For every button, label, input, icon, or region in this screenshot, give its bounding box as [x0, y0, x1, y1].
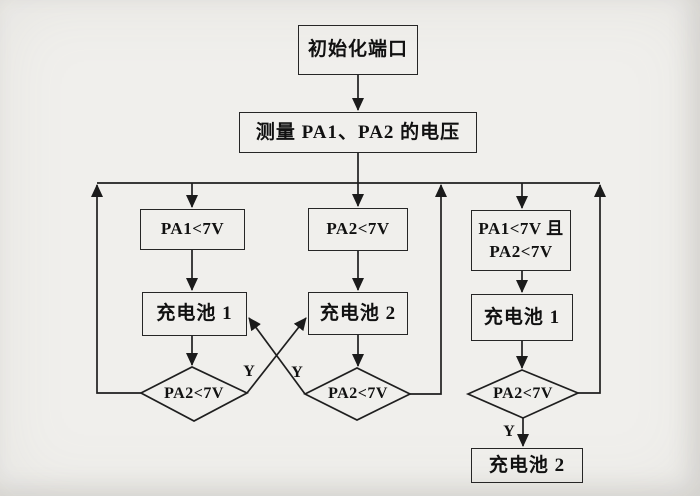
node-charge-battery1-right: 充电池 1 [471, 294, 573, 341]
node-charge-battery2-mid-label: 充电池 2 [319, 302, 397, 324]
node-charge-battery1-right-label: 充电池 1 [483, 306, 561, 328]
node-cond-pa1-and-pa2: PA1<7V 且 PA2<7V [471, 210, 571, 271]
decision-right-label: PA2<7V [493, 385, 553, 402]
decision-diamond-right [465, 369, 581, 419]
node-init-port: 初始化端口 [298, 25, 418, 75]
node-charge-battery2-final: 充电池 2 [471, 448, 583, 483]
edge-feedback-mid [410, 184, 447, 395]
node-measure-voltage-label: 测量 PA1、PA2 的电压 [255, 121, 461, 143]
decision-left-label: PA2<7V [164, 385, 224, 402]
node-cond-pa1-and-pa2-line2: PA2<7V [489, 241, 553, 261]
node-cond-pa1-and-pa2-line1: PA1<7V 且 [478, 218, 564, 238]
edge-feedback-left [91, 184, 141, 394]
node-charge-battery2-final-label: 充电池 2 [488, 454, 566, 476]
node-cond-pa1-label: PA1<7V [160, 219, 225, 239]
node-charge-battery1-left-label: 充电池 1 [156, 303, 233, 325]
decision-diamond-mid [303, 367, 412, 421]
node-measure-voltage: 测量 PA1、PA2 的电压 [239, 112, 477, 153]
node-cond-pa2: PA2<7V [308, 208, 408, 251]
yes-label-mid: Y [291, 364, 303, 381]
edge-feedback-right [578, 184, 606, 394]
node-init-port-label: 初始化端口 [307, 39, 408, 61]
node-charge-battery2-mid: 充电池 2 [308, 292, 408, 335]
yes-label-right: Y [503, 423, 515, 440]
edge-yes-mid-to-charge1 [248, 317, 306, 395]
node-charge-battery1-left: 充电池 1 [142, 292, 247, 336]
node-cond-pa2-label: PA2<7V [326, 219, 390, 239]
decision-mid-label: PA2<7V [328, 385, 388, 402]
yes-label-left: Y [243, 363, 255, 380]
node-cond-pa1: PA1<7V [140, 209, 245, 250]
decision-diamond-left [139, 366, 249, 422]
